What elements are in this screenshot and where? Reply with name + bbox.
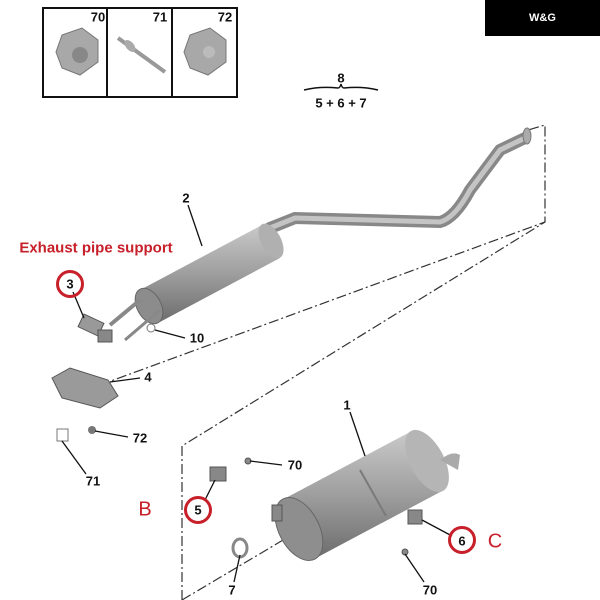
callout-70-bottom: 70 <box>422 582 438 598</box>
highlight-circle-3 <box>56 270 84 298</box>
assembly-brace <box>303 83 379 91</box>
rivet-71 <box>56 428 69 442</box>
rear-clamps <box>209 457 423 556</box>
callout-5: 5 <box>194 502 202 518</box>
callout-70-top: 70 <box>287 457 303 473</box>
pipe-support-part <box>77 313 113 343</box>
assembly-ref: 8 <box>337 70 345 86</box>
fastener-label-71: 71 <box>152 9 168 25</box>
front-muffler <box>108 223 284 342</box>
annotation-b: B <box>138 498 152 521</box>
callout-7: 7 <box>228 582 236 598</box>
logo-text: W&G <box>529 12 556 24</box>
callout-72: 72 <box>132 430 148 446</box>
part-10 <box>146 323 156 333</box>
callout-2: 2 <box>182 190 190 206</box>
annotation-c: C <box>487 530 503 553</box>
nut-72 <box>88 426 96 434</box>
highlight-circle-5 <box>184 496 212 524</box>
fastener-table <box>42 7 238 98</box>
rivet-icon <box>116 36 167 74</box>
support-annotation: Exhaust pipe support <box>19 239 173 257</box>
callout-1: 1 <box>343 397 351 413</box>
highlight-circle-6 <box>448 526 476 554</box>
fastener-label-70: 70 <box>90 9 106 25</box>
bracket-part <box>51 367 119 409</box>
callout-3: 3 <box>66 276 74 292</box>
callout-6: 6 <box>458 533 466 549</box>
assembly-composition: 5 + 6 + 7 <box>315 95 367 111</box>
brand-logo: W&G <box>485 0 600 36</box>
exhaust-pipe <box>264 127 532 234</box>
callout-71: 71 <box>85 473 101 489</box>
fastener-label-72: 72 <box>217 9 233 25</box>
leader-lines <box>61 204 453 583</box>
rear-muffler <box>274 429 460 561</box>
callout-4: 4 <box>144 369 152 385</box>
ring-7 <box>231 537 249 559</box>
callout-10: 10 <box>189 330 205 346</box>
assembly-boundary <box>99 124 546 600</box>
